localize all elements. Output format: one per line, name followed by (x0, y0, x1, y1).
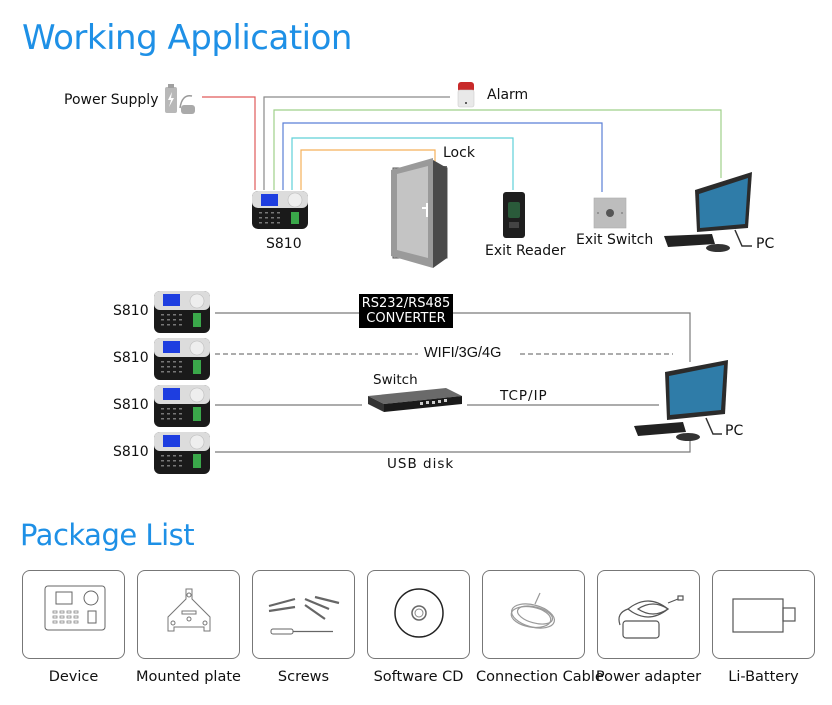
s810-device-icon (252, 191, 308, 229)
usb-disk-label: USB disk (387, 456, 455, 472)
package-item-label: Device (48, 669, 99, 685)
exit-switch-icon (593, 197, 627, 229)
s810-device-icon (154, 338, 210, 380)
switch-label: Switch (373, 372, 418, 388)
alarm-wire (263, 96, 450, 190)
alarm-label: Alarm (487, 87, 529, 103)
converter-badge: RS232/RS485 CONVERTER (359, 294, 453, 328)
usb-line (215, 440, 691, 453)
power-supply-icon (165, 84, 195, 114)
package-item-label: Screws (277, 669, 330, 685)
working-application-title: Working Application (22, 18, 352, 58)
package-list-title: Package List (20, 518, 195, 552)
exit-switch-label: Exit Switch (576, 232, 654, 248)
exit-reader-label: Exit Reader (485, 243, 566, 259)
wiring-diagram (165, 82, 752, 453)
package-item-box (22, 570, 125, 659)
network-device-label: S810 (113, 350, 149, 366)
network-switch-icon (368, 388, 462, 412)
power-adapter-icon (618, 595, 684, 639)
package-item-box (252, 570, 355, 659)
battery-icon (732, 598, 796, 633)
package-item-box (712, 570, 815, 659)
lock-label: Lock (443, 145, 475, 161)
package-item-box (597, 570, 700, 659)
device-icon (44, 585, 106, 631)
s810-device-icon (154, 432, 210, 474)
exit-switch-wire (282, 122, 603, 192)
s810-device-icon (154, 291, 210, 333)
s810-device-icon (154, 385, 210, 427)
power-supply-label: Power Supply (64, 92, 159, 108)
cable-icon (510, 592, 556, 629)
exit-reader-wire (291, 137, 514, 190)
pc-wire (273, 109, 722, 190)
pc-label: PC (756, 236, 775, 252)
package-item-box (367, 570, 470, 659)
exit-reader-icon (503, 192, 525, 238)
door-icon (391, 158, 448, 268)
s810-label: S810 (266, 236, 302, 252)
package-item-label: Connection Cable (476, 669, 604, 685)
cd-icon (394, 588, 444, 638)
tcpip-label: TCP/IP (500, 388, 548, 404)
package-item-box (137, 570, 240, 659)
lock-wire (300, 149, 436, 190)
pc-icon (664, 172, 752, 252)
power-wire (202, 96, 256, 190)
network-device-label: S810 (113, 303, 149, 319)
converter-line-right (453, 312, 691, 362)
package-item-label: Software CD (373, 669, 464, 685)
package-item-label: Mounted plate (136, 669, 241, 685)
mounting-plate-icon (167, 588, 211, 632)
alarm-icon (457, 82, 475, 108)
converter-line2: CONVERTER (366, 311, 446, 326)
network-pc-label: PC (725, 423, 744, 439)
wireless-label: WIFI/3G/4G (424, 345, 502, 361)
package-item-label: Power adapter (595, 669, 702, 685)
converter-line1: RS232/RS485 (361, 296, 451, 311)
network-device-label: S810 (113, 397, 149, 413)
network-device-label: S810 (113, 444, 149, 460)
package-item-label: Li-Battery (728, 669, 799, 685)
network-pc-icon (634, 360, 728, 441)
package-item-box (482, 570, 585, 659)
screws-icon (268, 595, 340, 635)
